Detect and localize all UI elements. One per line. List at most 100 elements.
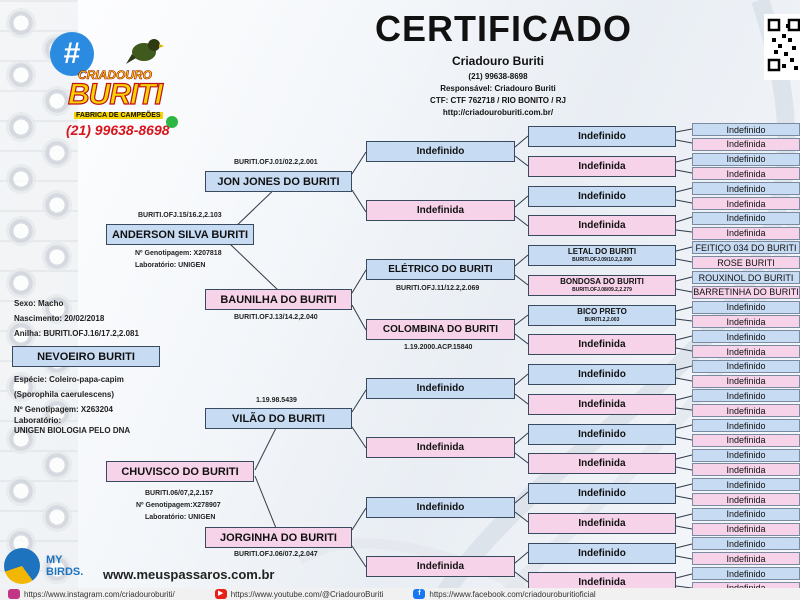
gen5-box: ROSE BURITI: [692, 256, 800, 270]
gen5-box: Indefinido: [692, 152, 800, 166]
gen4-box: Indefinido: [528, 483, 676, 504]
footer-site[interactable]: www.meuspassaros.com.br: [103, 567, 275, 582]
watermark-logo-icon: [6, 216, 36, 246]
mybirds-line1: MY: [46, 554, 63, 566]
bird-birth: Nascimento: 20/02/2018: [14, 314, 105, 323]
instagram-url[interactable]: https://www.instagram.com/criadouroburit…: [24, 589, 175, 599]
gen5-box: Indefinida: [692, 522, 800, 536]
gen4-box: Indefinida: [528, 334, 676, 356]
breeder-url[interactable]: http://criadouroburiti.com.br/: [442, 108, 554, 117]
certificate-title: CERTIFICADO: [375, 8, 632, 49]
gen5-box: Indefinido: [692, 478, 800, 492]
gen5-box: BARRETINHA DO BURITI: [692, 285, 800, 299]
youtube-url[interactable]: https://www.youtube.com/@CriadouroBuriti: [230, 589, 384, 599]
gen3-box: Indefinida: [366, 556, 515, 577]
hashtag-icon: #: [50, 32, 94, 76]
gen4-name: LETAL DO BURITI: [567, 247, 637, 256]
watermark-logo-icon: [42, 554, 72, 584]
watermark-logo-icon: [6, 372, 36, 402]
youtube-link[interactable]: ▶ https://www.youtube.com/@CriadouroBuri…: [214, 589, 384, 599]
gen5-box: Indefinido: [692, 211, 800, 225]
gen4-box: Indefinida: [528, 215, 676, 237]
bird-lab: UNIGEN BIOLOGIA PELO DNA: [14, 426, 131, 435]
gen3-box: Indefinida: [366, 437, 515, 458]
breeder-ctf: CTF: CTF 762718 / RIO BONITO / RJ: [430, 96, 566, 105]
watermark-logo-icon: [6, 8, 36, 38]
mybirds-icon: [4, 548, 40, 584]
gen2-ring: BURITI.OFJ.13/14.2,2.040: [234, 314, 318, 321]
gen5-box: Indefinida: [692, 315, 800, 329]
watermark-logo-icon: [42, 190, 72, 220]
gen5-box: Indefinido: [692, 507, 800, 521]
watermark-logo-icon: [42, 138, 72, 168]
gen5-box: Indefinida: [692, 493, 800, 506]
gen4-box: Indefinido: [528, 364, 676, 385]
facebook-icon: f: [413, 589, 426, 599]
gen3-ring: 1.19.2000.ACP.15840: [404, 344, 473, 351]
bird-icon: [126, 34, 166, 68]
gen5-box: Indefinido: [692, 359, 800, 373]
facebook-url[interactable]: https://www.facebook.com/criadouroburiti…: [429, 589, 596, 599]
gen5-box: Indefinida: [692, 404, 800, 418]
social-links-bar: https://www.instagram.com/criadouroburit…: [0, 588, 800, 600]
gen3-box: COLOMBINA DO BURITI: [366, 319, 515, 340]
gen4-ring: BURITI.OFJ.08/09.2,2.279: [572, 286, 632, 293]
gen4-name: BONDOSA DO BURITI: [560, 276, 644, 286]
instagram-link[interactable]: https://www.instagram.com/criadouroburit…: [8, 589, 175, 599]
mother-name-box: CHUVISCO DO BURITI: [106, 461, 254, 482]
gen5-box: Indefinida: [692, 137, 800, 151]
gen2-ring: BURITI.OFJ.06/07.2,2.047: [234, 551, 318, 558]
qr-code-icon: [764, 14, 800, 80]
watermark-logo-icon: [42, 450, 72, 480]
gen5-box: Indefinido: [692, 123, 800, 136]
father-lab: Laboratório: UNIGEN: [135, 262, 206, 269]
mother-genotype: Nº Genotipagem:X278907: [136, 502, 221, 509]
instagram-icon: [8, 589, 20, 599]
facebook-link[interactable]: f https://www.facebook.com/criadouroburi…: [413, 589, 596, 599]
mybirds-logo: MY BIRDS.: [4, 548, 99, 584]
gen3-ring: BURITI.OFJ.11/12.2,2.069: [396, 285, 480, 292]
gen5-box: Indefinida: [692, 197, 800, 210]
watermark-logo-icon: [42, 294, 72, 324]
gen5-box: Indefinido: [692, 389, 800, 403]
father-genotype: Nº Genotipagem: X207818: [135, 250, 222, 257]
gen5-box: Indefinido: [692, 330, 800, 344]
gen3-box: ELÉTRICO DO BURITI: [366, 259, 515, 280]
breeder-name: Criadouro Buriti: [452, 54, 544, 68]
gen5-box: Indefinido: [692, 448, 800, 462]
gen5-box: FEITIÇO 034 DO BURITI: [692, 241, 800, 255]
gen4-name: BICO PRETO: [577, 306, 627, 316]
whatsapp-icon: [166, 116, 178, 128]
gen3-box: Indefinida: [366, 200, 515, 221]
gen4-box: Indefinido: [528, 126, 676, 147]
breeder-phone: (21) 99638-8698: [468, 72, 528, 81]
gen2-ring: 1.19.98.5439: [256, 397, 297, 404]
gen4-box: Indefinida: [528, 155, 676, 177]
gen2-box: JON JONES DO BURITI: [205, 171, 352, 192]
gen4-ring: BURITI.OFJ.09/10.2,2.090: [572, 257, 632, 263]
logo-line1: CRIADOURO: [78, 68, 153, 83]
gen3-box: Indefinido: [366, 141, 515, 162]
watermark-logo-icon: [6, 268, 36, 298]
bird-scientific-name: (Sporophila caerulescens): [14, 390, 115, 399]
gen2-box: VILÃO DO BURITI: [205, 408, 352, 429]
bird-genotype: Nº Genotipagem: X263204: [14, 405, 113, 414]
gen4-box: Indefinido: [528, 185, 676, 207]
gen5-box: Indefinida: [692, 167, 800, 181]
logo-line2: BURITI: [67, 77, 163, 111]
gen5-box: Indefinido: [692, 567, 800, 580]
gen5-box: Indefinida: [692, 345, 800, 358]
gen5-box: Indefinida: [692, 374, 800, 388]
gen5-box: Indefinido: [692, 300, 800, 314]
gen3-box: Indefinido: [366, 497, 515, 518]
bird-species: Espécie: Coleiro-papa-capim: [14, 375, 124, 384]
bird-lab-label: Laboratório:: [14, 416, 62, 425]
watermark-logo-icon: [42, 86, 72, 116]
watermark-logo-icon: [42, 242, 72, 272]
breeder-logo: # CRIADOURO BURITI FABRICA DE CAMPEÕES (…: [44, 28, 184, 140]
